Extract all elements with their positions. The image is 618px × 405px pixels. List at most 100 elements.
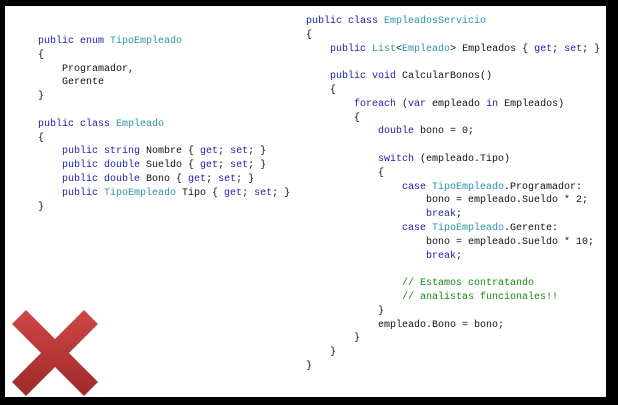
code-block-enum-and-class: public enum TipoEmpleado { Programador, G… — [38, 35, 290, 214]
code-token-kw: set — [564, 43, 583, 55]
code-line — [38, 104, 290, 118]
code-token-plain: Tipo { — [176, 187, 225, 199]
code-line: } — [306, 305, 600, 319]
code-token-plain: bono = empleado.Sueldo * 10; — [306, 236, 595, 248]
code-token-plain: { — [306, 84, 337, 96]
code-line: { — [306, 29, 600, 43]
code-line: case TipoEmpleado.Programador: — [306, 181, 600, 195]
code-token-kw: public — [38, 187, 105, 199]
code-token-kw: get — [200, 160, 219, 172]
code-line: Gerente — [38, 76, 290, 90]
code-token-type: Empleado — [402, 43, 451, 55]
slide-canvas: public enum TipoEmpleado { Programador, G… — [5, 6, 606, 397]
code-token-kw: public — [306, 43, 373, 55]
code-token-kw: get — [224, 187, 243, 199]
code-line: bono = empleado.Sueldo * 2; — [306, 194, 600, 208]
code-token-type: List — [372, 43, 397, 55]
code-line: public void CalcularBonos() — [306, 70, 600, 84]
code-token-plain: CalcularBonos() — [402, 71, 493, 83]
code-token-plain: .Programador: — [504, 181, 583, 193]
code-line — [306, 263, 600, 277]
code-line: Programador, — [38, 63, 290, 77]
code-token-comment: // Estamos contratando — [306, 278, 535, 290]
code-token-kw: case — [306, 222, 433, 234]
code-token-plain: } — [306, 347, 337, 359]
code-token-plain: > Empleados { — [450, 43, 535, 55]
code-token-kw: set — [230, 160, 249, 172]
code-token-plain: } — [306, 360, 313, 372]
code-token-kw: public double — [38, 160, 147, 172]
code-token-type: Empleado — [116, 118, 165, 130]
code-token-kw: public void — [306, 71, 403, 83]
code-token-kw: break — [306, 209, 457, 221]
code-token-kw: public double — [38, 173, 147, 185]
code-token-type: TipoEmpleado — [104, 187, 177, 199]
code-line: { — [306, 167, 600, 181]
code-token-plain: ; — [456, 209, 463, 221]
code-line: bono = empleado.Sueldo * 10; — [306, 236, 600, 250]
code-line: } — [306, 332, 600, 346]
code-line: { — [38, 132, 290, 146]
code-line: break; — [306, 250, 600, 264]
code-token-plain: { — [306, 167, 385, 179]
code-token-plain: .Gerente: — [504, 222, 559, 234]
code-token-plain: { — [38, 132, 45, 144]
code-token-kw: break — [306, 250, 457, 262]
code-line: public enum TipoEmpleado — [38, 35, 290, 49]
red-x-icon — [12, 310, 98, 396]
code-token-kw: set — [218, 173, 237, 185]
code-token-kw: case — [306, 181, 433, 193]
code-line: switch (empleado.Tipo) — [306, 153, 600, 167]
code-line: case TipoEmpleado.Gerente: — [306, 222, 600, 236]
code-token-plain: ; } — [248, 146, 267, 158]
code-token-plain: } — [306, 305, 385, 317]
code-line: { — [306, 112, 600, 126]
code-token-plain: Empleados) — [504, 98, 565, 110]
code-line: // analistas funcionales!! — [306, 291, 600, 305]
code-line — [306, 56, 600, 70]
code-line: public TipoEmpleado Tipo { get; set; } — [38, 187, 290, 201]
code-line: public double Sueldo { get; set; } — [38, 159, 290, 173]
code-block-empleados-servicio: public class EmpleadosServicio{ public L… — [306, 15, 600, 374]
code-token-plain: } — [38, 91, 45, 103]
code-token-plain: { — [306, 112, 361, 124]
code-token-kw: public enum — [38, 36, 111, 47]
code-token-kw: double — [306, 126, 421, 138]
code-line: public class Empleado — [38, 118, 290, 132]
code-line: } — [38, 90, 290, 104]
code-line: } — [306, 360, 600, 374]
code-line: empleado.Bono = bono; — [306, 319, 600, 333]
code-line: public class EmpleadosServicio — [306, 15, 600, 29]
code-token-plain: ; — [218, 160, 231, 172]
code-token-plain: Gerente — [38, 77, 105, 89]
code-line: break; — [306, 208, 600, 222]
code-token-type: TipoEmpleado — [432, 181, 505, 193]
code-token-kw: set — [230, 146, 249, 158]
code-token-kw: public string — [38, 146, 147, 158]
code-token-plain: ( — [402, 98, 409, 110]
code-token-plain: Bono { — [146, 173, 189, 185]
code-token-type: TipoEmpleado — [110, 36, 183, 47]
code-token-plain: bono = empleado.Sueldo * 2; — [306, 195, 589, 207]
code-token-plain: Programador, — [38, 63, 135, 75]
code-line: double bono = 0; — [306, 125, 600, 139]
code-token-kw: get — [534, 43, 553, 55]
code-line: public double Bono { get; set; } — [38, 173, 290, 187]
code-token-plain: ; } — [582, 43, 601, 55]
code-token-plain: } — [38, 201, 45, 213]
code-token-kw: in — [486, 98, 505, 110]
code-token-plain: empleado.Bono = bono; — [306, 319, 505, 331]
code-token-kw: public class — [306, 16, 385, 27]
code-line: public List<Empleado> Empleados { get; s… — [306, 43, 600, 57]
code-line: } — [306, 346, 600, 360]
code-token-plain: < — [396, 43, 403, 55]
code-token-plain: empleado — [432, 98, 487, 110]
code-line: // Estamos contratando — [306, 277, 600, 291]
code-token-kw: foreach — [306, 98, 403, 110]
code-token-plain: ; — [242, 187, 255, 199]
code-token-type: TipoEmpleado — [432, 222, 505, 234]
code-token-kw: set — [254, 187, 273, 199]
code-line: foreach (var empleado in Empleados) — [306, 98, 600, 112]
code-token-plain: { — [306, 29, 313, 41]
code-token-plain: ; — [456, 250, 463, 262]
